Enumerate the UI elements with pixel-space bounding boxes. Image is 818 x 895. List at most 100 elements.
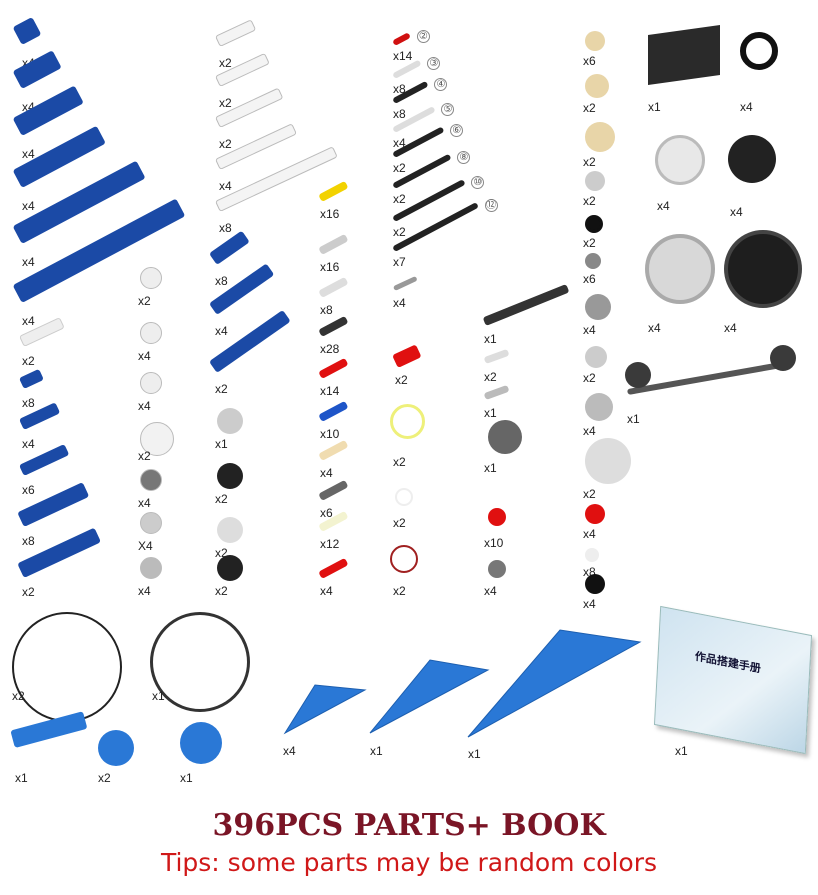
rubber-tire-ring: [740, 32, 778, 70]
round-plate-small: [98, 730, 134, 766]
quantity-label: x1: [15, 771, 28, 785]
axle-length-badge: ③: [427, 56, 441, 70]
gear: [585, 574, 605, 594]
gear: [585, 504, 605, 524]
gear: [585, 393, 613, 421]
gear: [585, 438, 631, 484]
quantity-label: x2: [484, 370, 497, 384]
quantity-label: x6: [583, 272, 596, 286]
motor-left: [625, 362, 651, 388]
quantity-label: x4: [22, 199, 35, 213]
quantity-label: x1: [484, 332, 497, 346]
axle-quantity: x2: [393, 225, 406, 239]
quantity-label: x2: [395, 373, 408, 387]
large-tire: [724, 230, 802, 308]
large-wheel-rim: [645, 234, 715, 304]
axle-length-badge: ⑧: [457, 150, 471, 164]
quantity-label: x4: [138, 399, 151, 413]
quantity-label: x2: [583, 101, 596, 115]
axle-length-badge: ⑩: [471, 176, 485, 190]
color-tips: Tips: some parts may be random colors: [160, 848, 658, 877]
gear: [585, 74, 609, 98]
bush-icon: [140, 267, 162, 289]
quantity-label: x4: [583, 424, 596, 438]
brick-2x4: [140, 422, 174, 456]
grey-angle-connector: [488, 560, 506, 578]
quantity-label: x1: [152, 689, 165, 703]
gear: [585, 31, 605, 51]
quantity-label: x2: [22, 585, 35, 599]
quantity-label: x28: [320, 342, 340, 356]
rubber-band-red: [390, 545, 418, 573]
quantity-label: x8: [215, 274, 228, 288]
pieces-count-title: 396PCS PARTS+ BOOK: [212, 808, 606, 843]
quantity-label: x4: [138, 349, 151, 363]
quantity-label: x8: [320, 303, 333, 317]
book-quantity: x1: [675, 744, 688, 758]
quantity-label: x8: [219, 221, 232, 235]
connector-black: [217, 463, 243, 489]
quantity-label: x4: [393, 296, 406, 310]
quantity-label: x1: [484, 461, 497, 475]
quantity-label: x2: [583, 155, 596, 169]
quantity-label: x4: [22, 437, 35, 451]
quantity-label: x8: [22, 396, 35, 410]
quantity-label: x2: [22, 354, 35, 368]
axle-length-badge: ④: [434, 78, 448, 92]
quantity-label: x2: [393, 584, 406, 598]
quantity-label: x8: [22, 534, 35, 548]
gear: [585, 346, 607, 368]
quantity-label: x4: [138, 496, 151, 510]
quantity-label: x1: [180, 771, 193, 785]
differential-gear: [488, 420, 522, 454]
quantity-label: x4: [219, 179, 232, 193]
gear: [585, 215, 603, 233]
quantity-label: x1: [215, 437, 228, 451]
quantity-label: x6: [22, 483, 35, 497]
round-plate-large: [180, 722, 222, 764]
triangle-frame: [217, 517, 243, 543]
quantity-label: x4: [22, 314, 35, 328]
axle-quantity: x2: [393, 192, 406, 206]
quantity-label: x2: [98, 771, 111, 785]
quantity-label: x1: [370, 744, 383, 758]
quantity-label: x2: [393, 516, 406, 530]
quantity-label: x14: [320, 384, 340, 398]
quantity-label: x4: [730, 205, 743, 219]
small-wheel-rim: [655, 135, 705, 185]
quantity-label: x4: [320, 584, 333, 598]
quantity-label: x1: [484, 406, 497, 420]
quantity-label: x2: [583, 194, 596, 208]
quantity-label: x16: [320, 260, 340, 274]
quantity-label: x2: [12, 689, 25, 703]
quantity-label: x10: [484, 536, 504, 550]
quantity-label: x4: [657, 199, 670, 213]
quantity-label: x4: [484, 584, 497, 598]
quantity-label: x2: [219, 137, 232, 151]
axle-quantity: x8: [393, 107, 406, 121]
gear: [585, 171, 605, 191]
gear: [585, 294, 611, 320]
quantity-label: x2: [583, 487, 596, 501]
axle-quantity: x2: [393, 161, 406, 175]
quantity-label: x16: [320, 207, 340, 221]
quantity-label: x2: [215, 382, 228, 396]
quantity-label: x2: [583, 236, 596, 250]
quantity-label: x1: [468, 747, 481, 761]
quantity-label: x1: [627, 412, 640, 426]
slope-brick: [140, 322, 162, 344]
quantity-label: x4: [138, 584, 151, 598]
quantity-label: x2: [138, 449, 151, 463]
quantity-label: X4: [138, 539, 153, 553]
double-bent-connector: [140, 512, 162, 534]
rubber-band-white: [395, 488, 413, 506]
quantity-label: x2: [219, 96, 232, 110]
axle-length-badge: ②: [416, 29, 430, 43]
quantity-label: x6: [320, 506, 333, 520]
pulley-wheel: [140, 557, 162, 579]
quantity-label: x4: [583, 597, 596, 611]
quantity-label: x4: [22, 147, 35, 161]
